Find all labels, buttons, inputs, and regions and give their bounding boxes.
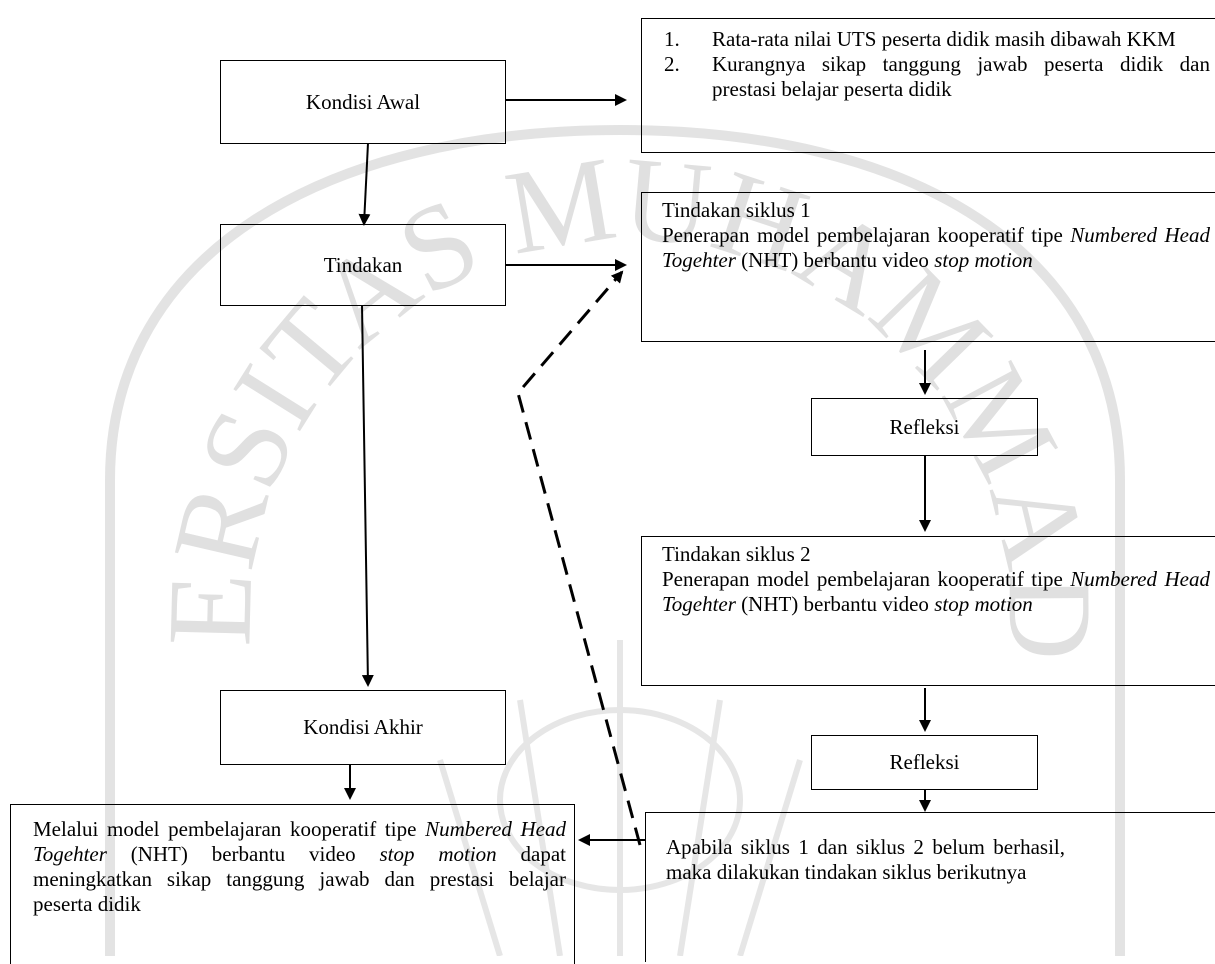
refleksi1-label: Refleksi bbox=[889, 414, 960, 439]
kondisi-akhir-label: Kondisi Akhir bbox=[303, 715, 423, 739]
arrow-awal-to-tindakan bbox=[358, 142, 371, 226]
siklus1-title: Tindakan siklus 1 bbox=[662, 198, 811, 222]
kondisi-awal-box: Kondisi Awal bbox=[220, 60, 506, 144]
initial-conditions-list: 1. Rata-rata nilai UTS peserta didik mas… bbox=[664, 27, 1210, 102]
siklus2-title: Tindakan siklus 2 bbox=[662, 542, 811, 566]
refleksi2-label: Refleksi bbox=[889, 750, 960, 774]
siklus1-text: Penerapan model pembelajaran kooperatif … bbox=[662, 223, 1210, 272]
refleksi2-box: Refleksi bbox=[811, 735, 1038, 790]
condition-item: 1. Rata-rata nilai UTS peserta didik mas… bbox=[664, 27, 1176, 51]
dashed-arrow-lanjutan-to-siklus1 bbox=[516, 270, 642, 846]
tindakan-label: Tindakan bbox=[323, 252, 403, 277]
arrow-tindakan-to-akhir bbox=[361, 304, 374, 687]
siklus1-box: Tindakan siklus 1 Penerapan model pembel… bbox=[641, 192, 1215, 342]
kondisi-awal-label: Kondisi Awal bbox=[305, 89, 421, 114]
result-box: Melalui model pembelajaran kooperatif ti… bbox=[10, 804, 575, 964]
refleksi1-box: Refleksi bbox=[811, 398, 1038, 456]
siklus2-text: Penerapan model pembelajaran kooperatif … bbox=[662, 567, 1210, 616]
kondisi-akhir-box: Kondisi Akhir bbox=[220, 690, 506, 765]
tindakan-box: Tindakan bbox=[220, 224, 506, 306]
initial-conditions-box: 1. Rata-rata nilai UTS peserta didik mas… bbox=[641, 18, 1215, 153]
lanjutan-box: Apabila siklus 1 dan siklus 2 belum berh… bbox=[645, 812, 1215, 962]
siklus2-box: Tindakan siklus 2 Penerapan model pembel… bbox=[641, 536, 1215, 686]
condition-item: 2. Kurangnya sikap tanggung jawab pesert… bbox=[664, 52, 1210, 101]
